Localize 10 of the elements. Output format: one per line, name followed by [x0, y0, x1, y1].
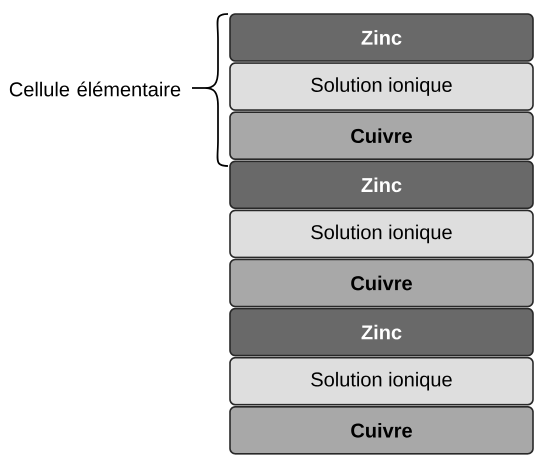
- electrolyte-layer: Solution ionique: [229, 356, 534, 406]
- copper-layer: Cuivre: [229, 111, 534, 160]
- zinc-layer: Zinc: [229, 308, 534, 356]
- zinc-layer: Zinc: [229, 13, 534, 62]
- electrolyte-layer: Solution ionique: [229, 62, 534, 111]
- brace-label: Cellule élémentaire: [10, 82, 180, 96]
- copper-layer: Cuivre: [229, 406, 534, 455]
- zinc-layer: Zinc: [229, 160, 534, 210]
- electrolyte-layer: Solution ionique: [229, 210, 534, 258]
- copper-layer: Cuivre: [229, 258, 534, 308]
